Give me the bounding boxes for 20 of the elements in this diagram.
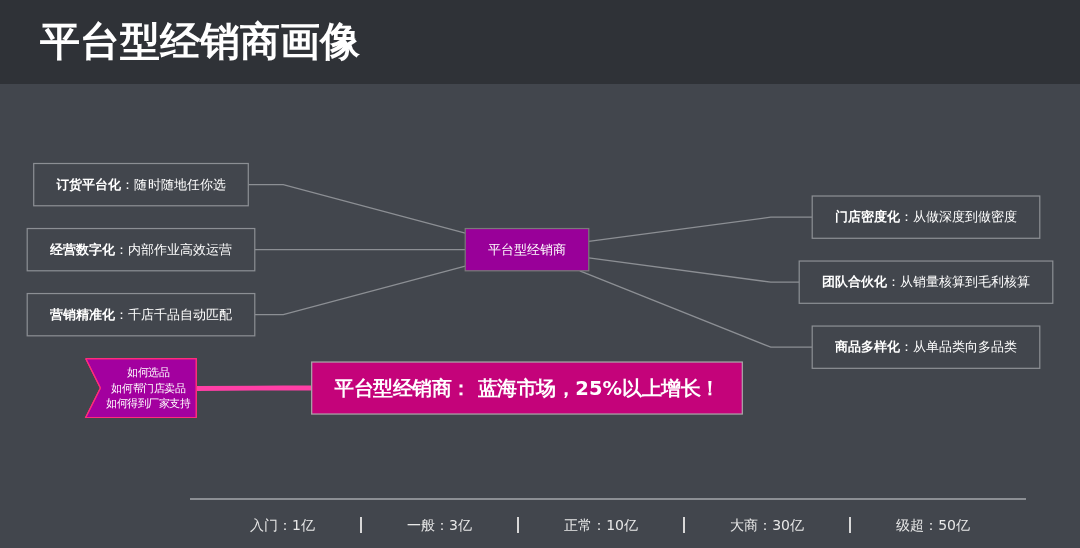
connector (579, 269, 813, 348)
node-box: 团队合伙化：从销量核算到毛利核算 (798, 259, 1054, 304)
node-box: 门店密度化：从做深度到做密度 (811, 194, 1041, 239)
node-box: 商品多样化：从单品类向多品类 (811, 324, 1041, 369)
scale-label: 入门：1亿 (250, 516, 315, 535)
page-title: 平台型经销商画像 (40, 17, 360, 66)
scale-label: 一般：3亿 (407, 516, 472, 535)
connector (196, 385, 312, 391)
node-box: 平台型经销商 (464, 227, 590, 271)
connector (588, 256, 800, 283)
scale-label: 大商：30亿 (730, 516, 804, 535)
connector (254, 248, 466, 250)
node-box: 平台型经销商： 蓝海市场，25%以上增长！ (311, 360, 743, 415)
node-box: 经营数字化：内部作业高效运营 (26, 227, 256, 271)
connector (588, 216, 813, 242)
node-box: 营销精准化：千店千品自动匹配 (26, 292, 256, 336)
scale-label: 级超：50亿 (896, 516, 970, 535)
scale-label: 正常：10亿 (564, 516, 638, 535)
node-box: 订货平台化：随时随地任你选 (33, 162, 249, 206)
connector (254, 265, 466, 315)
